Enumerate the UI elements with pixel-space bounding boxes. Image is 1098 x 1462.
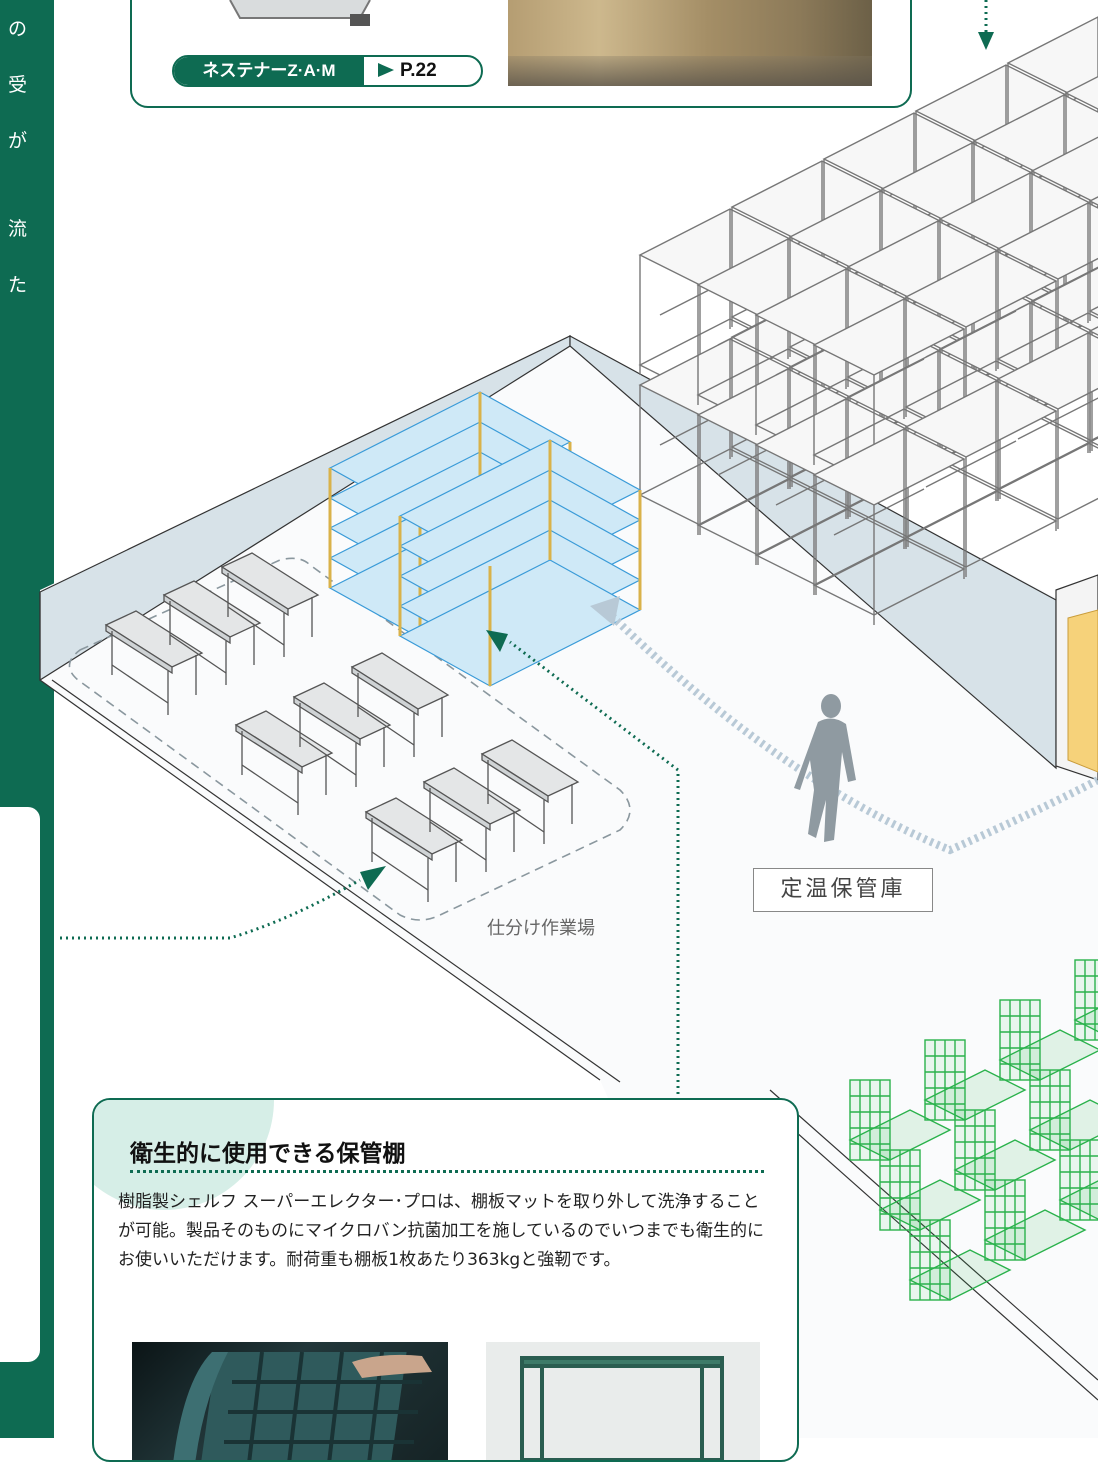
roll-cart bbox=[983, 1179, 1087, 1261]
nestainer-racks bbox=[638, 16, 1098, 625]
work-area-outline bbox=[68, 557, 631, 921]
sidebar-char: 受 bbox=[8, 74, 28, 96]
dotted-arrow-worktables bbox=[60, 878, 361, 940]
sidebar-char: の bbox=[8, 18, 28, 40]
page-ref: P.22 bbox=[364, 57, 481, 85]
resin-shelf bbox=[398, 439, 642, 687]
sidebar: の 受 が 流 た bbox=[0, 0, 54, 1438]
rack-unit bbox=[996, 202, 1098, 399]
roll-cart bbox=[908, 1219, 1012, 1301]
sidebar-char: 流 bbox=[8, 218, 28, 240]
green-carts bbox=[848, 959, 1098, 1301]
roll-cart bbox=[848, 1079, 952, 1161]
roll-cart bbox=[1058, 1139, 1098, 1221]
sidebar-char: が bbox=[8, 130, 28, 152]
shelf-product-photo bbox=[486, 1342, 760, 1460]
rack-unit bbox=[812, 428, 966, 625]
rack-unit bbox=[996, 332, 1098, 529]
work-table bbox=[220, 552, 320, 657]
shelf-mat-graphic bbox=[173, 1351, 432, 1460]
title-divider bbox=[130, 1170, 764, 1173]
roll-cart bbox=[1073, 959, 1098, 1041]
roll-cart bbox=[998, 999, 1098, 1081]
work-table bbox=[104, 610, 204, 715]
work-table bbox=[350, 652, 450, 757]
product-name: ネステナーZ·A·M bbox=[174, 57, 364, 85]
sidebar-char: た bbox=[8, 274, 28, 296]
work-table bbox=[480, 739, 580, 844]
feature-title: 衛生的に使用できる保管棚 bbox=[130, 1141, 406, 1167]
shelf-mat-photo bbox=[132, 1342, 448, 1460]
dotted-arrow-shelves bbox=[509, 640, 680, 1100]
nestainer-photo-fragment bbox=[229, 0, 371, 26]
page-ref-text: P.22 bbox=[400, 60, 437, 81]
roll-cart bbox=[1028, 1069, 1098, 1151]
rack-unit bbox=[904, 380, 1058, 577]
product-pill[interactable]: ネステナーZ·A·M P.22 bbox=[172, 55, 483, 87]
rack-unit bbox=[1088, 326, 1098, 451]
work-table bbox=[162, 580, 262, 685]
storage-label: 定温保管庫 bbox=[753, 868, 933, 912]
work-table bbox=[234, 710, 334, 815]
warehouse-photo bbox=[508, 0, 872, 86]
resin-shelves bbox=[328, 391, 642, 687]
work-tables bbox=[104, 552, 580, 902]
work-area-label: 仕分け作業場 bbox=[487, 918, 595, 939]
roll-cart bbox=[878, 1149, 982, 1231]
floor-area bbox=[40, 340, 1098, 1438]
work-table bbox=[292, 682, 392, 787]
roll-cart bbox=[953, 1109, 1057, 1191]
feature-callout: 衛生的に使用できる保管棚 樹脂製シェルフ スーパーエレクター･プロは、棚板マット… bbox=[92, 1098, 799, 1462]
worker-icon bbox=[794, 694, 856, 842]
divider-wall bbox=[569, 334, 1057, 770]
play-arrow-icon bbox=[378, 63, 394, 77]
green-shelf-graphic bbox=[520, 1356, 724, 1460]
work-table bbox=[364, 797, 464, 902]
storage-door bbox=[1067, 609, 1098, 773]
feature-body: 樹脂製シェルフ スーパーエレクター･プロは、棚板マットを取り外して洗浄することが… bbox=[118, 1192, 764, 1270]
sidebar-panel bbox=[0, 807, 40, 1362]
work-table bbox=[422, 767, 522, 872]
rack-unit bbox=[1088, 196, 1098, 321]
roll-cart bbox=[923, 1039, 1027, 1121]
